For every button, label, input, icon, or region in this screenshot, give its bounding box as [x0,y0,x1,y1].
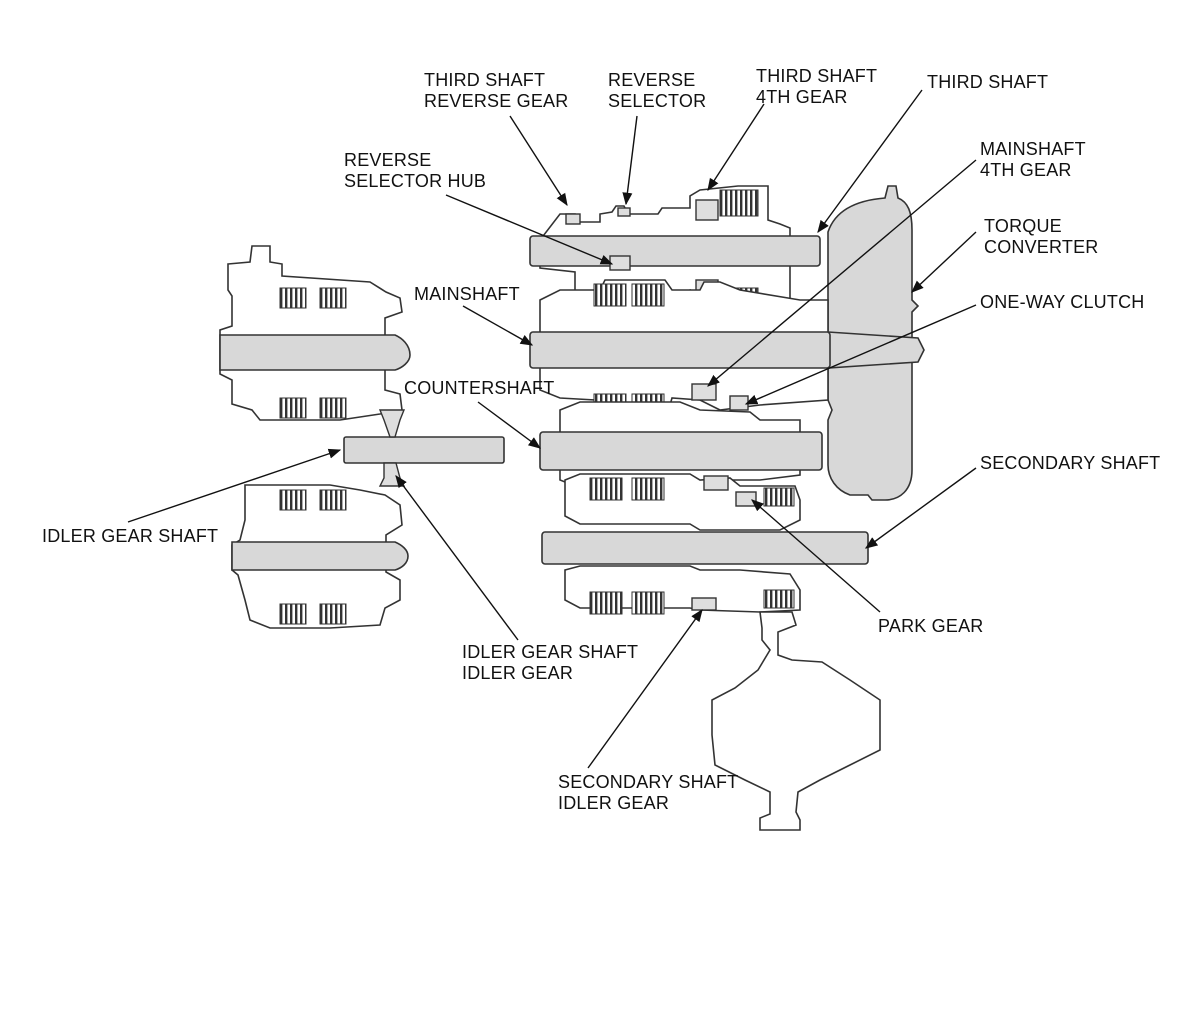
leader-idler-gear-shaft-idler-gear [395,474,519,641]
third-shaft [529,235,821,267]
leader-countershaft [477,401,542,449]
left-upper-assembly [219,245,411,421]
label-reverse-selector-hub: REVERSE SELECTOR HUB [344,150,487,191]
leader-secondary-shaft [864,467,977,549]
leader-third-shaft-4th-gear [707,103,765,192]
mainshaft-4th-gear [691,383,717,401]
idler-gear-shaft-assembly [343,409,505,487]
label-secondary-shaft-idler-gear: SECONDARY SHAFT IDLER GEAR [558,772,739,813]
label-idler-gear-shaft: IDLER GEAR SHAFT [42,526,219,546]
label-third-shaft-4th-gear: THIRD SHAFT 4TH GEAR [756,66,878,107]
leader-park-gear [751,499,881,613]
label-reverse-selector: REVERSE SELECTOR [608,70,707,111]
leader-third-shaft [817,89,923,234]
countershaft-assembly [539,401,823,489]
leader-torque-converter [911,231,977,293]
secondary-shaft-idler-gear [691,597,717,611]
reverse-selector-hub [609,255,631,271]
mainshaft-assembly [529,279,831,415]
leader-idler-gear-shaft [127,448,342,523]
label-one-way-clutch: ONE-WAY CLUTCH [980,292,1145,312]
leader-reverse-selector-hub [445,194,614,265]
one-way-clutch [729,395,749,411]
label-secondary-shaft: SECONDARY SHAFT [980,453,1161,473]
label-third-shaft-reverse-gear: THIRD SHAFT REVERSE GEAR [424,70,569,111]
label-idler-gear-shaft-idler-gear: IDLER GEAR SHAFT IDLER GEAR [462,642,639,683]
label-torque-converter: TORQUE CONVERTER [984,216,1099,257]
label-countershaft: COUNTERSHAFT [404,378,555,398]
leader-mainshaft-4th-gear [707,159,977,387]
label-mainshaft: MAINSHAFT [414,284,520,304]
leader-one-way-clutch [744,304,977,405]
label-third-shaft: THIRD SHAFT [927,72,1049,92]
left-lower-assembly [231,484,409,629]
park-gear [735,491,757,507]
leader-third-shaft-reverse-gear [509,115,568,207]
differential [711,611,881,831]
leader-mainshaft [462,305,534,346]
reverse-selector [617,207,631,217]
label-mainshaft-4th-gear: MAINSHAFT 4TH GEAR [980,139,1086,180]
idler-gear-shaft [343,436,505,464]
leader-secondary-shaft-idler-gear [587,608,703,769]
leader-reverse-selector [622,115,638,206]
left-upper-shaft [219,334,411,371]
label-park-gear: PARK GEAR [878,616,984,636]
secondary-shaft-assembly [541,473,869,615]
mainshaft [529,331,831,369]
torque-converter [827,185,925,501]
left-lower-shaft [231,541,409,571]
leader-lines [127,89,977,769]
countershaft [539,431,823,471]
